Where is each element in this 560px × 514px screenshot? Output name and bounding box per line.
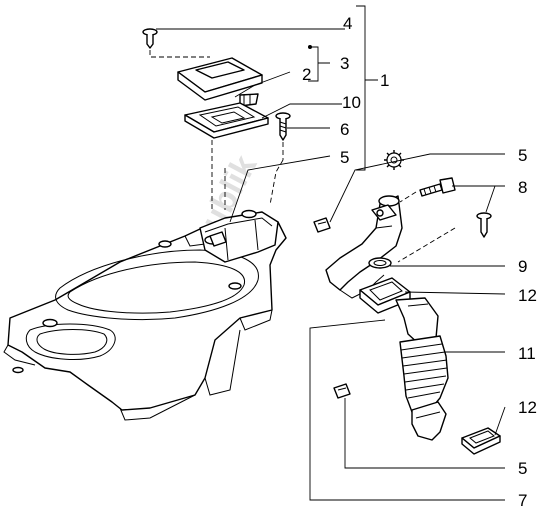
callout-11: 11 <box>518 344 536 363</box>
callout-3: 3 <box>340 54 349 73</box>
callout-1: 1 <box>380 71 389 90</box>
callout-5: 5 <box>518 459 527 478</box>
callout-4: 4 <box>343 14 352 33</box>
leader-lines <box>156 5 506 501</box>
screw-8 <box>476 212 492 238</box>
guide-line <box>149 50 210 58</box>
callout-12: 12 <box>518 286 537 305</box>
screw-6 <box>275 112 291 141</box>
callout-5: 5 <box>340 148 349 167</box>
callout-6: 6 <box>340 120 349 139</box>
callout-10: 10 <box>342 93 361 112</box>
callout-9: 9 <box>518 257 527 276</box>
clip-nut <box>209 231 227 247</box>
gear-icon <box>384 150 404 170</box>
bolt-8 <box>419 177 456 197</box>
callout-8: 8 <box>518 178 527 197</box>
cover-assembly <box>177 57 269 139</box>
clip-nut <box>313 217 331 233</box>
storage-compartment <box>3 209 287 421</box>
callout-2: 2 <box>302 65 311 84</box>
callout-7: 7 <box>518 491 527 510</box>
screw-4 <box>142 28 158 49</box>
clip-nut <box>333 383 351 399</box>
callouts: 4 3 2 1 10 6 5 5 8 9 12 11 12 5 7 <box>302 14 537 510</box>
air-duct-assembly <box>325 195 501 455</box>
callout-12: 12 <box>518 398 537 417</box>
guide-line <box>397 227 456 263</box>
callout-5: 5 <box>518 146 527 165</box>
guide-line <box>399 191 417 203</box>
guide-line <box>269 142 284 206</box>
